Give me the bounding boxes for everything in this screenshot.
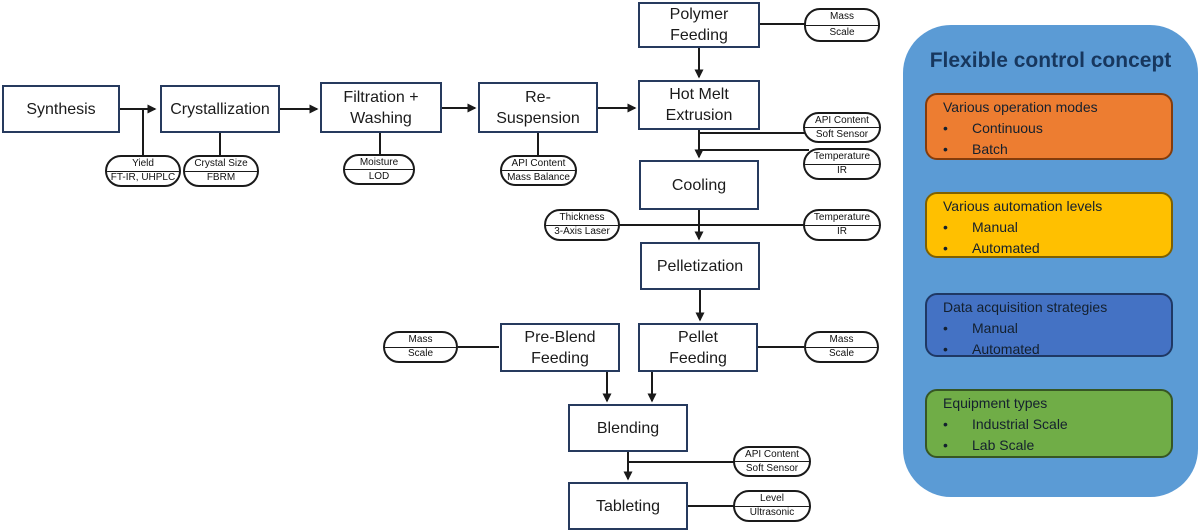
sensor-label: Temperature [805,150,879,165]
sensor-method: Scale [407,348,433,360]
bullet-icon: • [943,120,948,136]
card-header: Data acquisition strategies [943,299,1108,315]
process-box-cooling: Cooling [639,160,759,210]
process-box-blending: Blending [568,404,688,452]
card-item-label: Automated [972,240,1040,256]
process-box-hot-melt-extrusion: Hot Melt Extrusion [638,80,760,130]
card-item-label: Automated [972,341,1040,357]
sensor-label: Mass [806,333,877,348]
card-item: • Manual [927,318,1171,339]
sensor-temperature-ir-cooling: Temperature IR [803,209,881,241]
process-box-filtration-washing: Filtration + Washing [320,82,442,133]
sensor-api-soft-sensor-blending: API Content Soft Sensor [733,446,811,477]
sensor-method: IR [837,226,847,238]
sensor-thickness-laser: Thickness 3-Axis Laser [544,209,620,241]
card-item-label: Manual [972,320,1018,336]
sensor-method: IR [837,165,847,177]
sensor-mass-scale-pellet: Mass Scale [804,331,879,363]
sensor-label: Mass [385,333,456,348]
sensor-label: Crystal Size [185,157,257,172]
card-item: • Industrial Scale [927,414,1171,435]
process-box-pellet-feeding: Pellet Feeding [638,323,758,372]
sensor-label: Mass [806,10,878,26]
sensor-method: Ultrasonic [749,507,795,519]
sensor-temperature-ir-hme: Temperature IR [803,148,881,180]
process-box-resuspension: Re- Suspension [478,82,598,133]
card-item: • Continuous [927,118,1171,139]
process-box-polymer-feeding: Polymer Feeding [638,2,760,48]
bullet-icon: • [943,416,948,432]
card-header: Various automation levels [943,198,1103,214]
card-equipment-types: Equipment types • Industrial Scale • Lab… [925,389,1173,458]
process-box-pelletization: Pelletization [640,242,760,290]
sensor-method: FT-IR, UHPLC [110,172,176,184]
sensor-method: Soft Sensor [745,462,799,474]
card-header: Equipment types [943,395,1048,411]
card-item-label: Industrial Scale [972,416,1068,432]
card-automation-levels: Various automation levels • Manual • Aut… [925,192,1173,258]
card-item-label: Continuous [972,120,1043,136]
sensor-method: Mass Balance [507,171,570,183]
sensor-method: Soft Sensor [815,128,869,140]
card-header: Various operation modes [943,99,1098,115]
sensor-label: API Content [735,448,809,462]
bullet-icon: • [943,341,948,357]
process-box-tableting: Tableting [568,482,688,530]
sensor-mass-scale-preblend: Mass Scale [383,331,458,363]
card-item-label: Manual [972,219,1018,235]
process-box-synthesis: Synthesis [2,85,120,133]
sensor-method: 3-Axis Laser [554,226,610,238]
card-item-label: Lab Scale [972,437,1035,453]
sensor-label: API Content [502,157,575,171]
flexible-control-panel: Flexible control concept Various operati… [903,25,1198,497]
sensor-label: Temperature [805,211,879,226]
sensor-yield: Yield FT-IR, UHPLC [105,155,181,187]
sensor-method: Scale [828,348,854,360]
sensor-label: Yield [107,157,179,172]
sensor-method: LOD [368,170,390,182]
bullet-icon: • [943,320,948,336]
bullet-icon: • [943,240,948,256]
sensor-moisture: Moisture LOD [343,154,415,185]
sensor-label: Level [735,492,809,507]
process-box-crystallization: Crystallization [160,85,280,133]
sensor-crystal-size: Crystal Size FBRM [183,155,259,187]
card-data-acquisition: Data acquisition strategies • Manual • A… [925,293,1173,357]
sensor-label: API Content [805,114,879,128]
card-item-label: Batch [972,141,1008,157]
bullet-icon: • [943,141,948,157]
card-item: • Lab Scale [927,435,1171,456]
sensor-label: Moisture [345,156,413,170]
sensor-method: Scale [829,26,855,38]
process-box-preblend-feeding: Pre-Blend Feeding [500,323,620,372]
panel-title: Flexible control concept [929,49,1172,72]
sensor-level-ultrasonic: Level Ultrasonic [733,490,811,522]
sensor-api-soft-sensor-hme: API Content Soft Sensor [803,112,881,143]
bullet-icon: • [943,219,948,235]
card-item: • Manual [927,217,1171,238]
card-item: • Automated [927,339,1171,360]
card-operation-modes: Various operation modes • Continuous • B… [925,93,1173,160]
sensor-method: FBRM [206,172,236,184]
sensor-label: Thickness [546,211,618,226]
bullet-icon: • [943,437,948,453]
sensor-api-mass-balance: API Content Mass Balance [500,155,577,186]
card-item: • Batch [927,139,1171,160]
sensor-mass-scale-polymer: Mass Scale [804,8,880,42]
card-item: • Automated [927,238,1171,259]
